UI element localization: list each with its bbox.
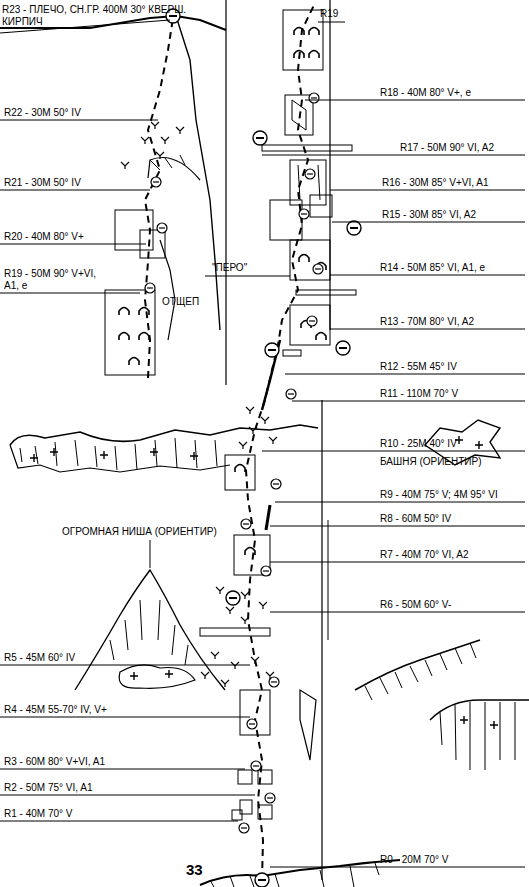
pitch-label: "ПЕРО" xyxy=(212,262,247,274)
pitch-label: R17 - 50М 90° VI, A2 xyxy=(400,142,494,154)
pitch-label: R0 - 20М 70° V xyxy=(380,854,448,866)
pitch-label: ОТЩЕП xyxy=(162,296,199,308)
pitch-label: R6 - 50М 60° V- xyxy=(380,599,451,611)
pitch-label: R19 - 50М 90° V+VI, A1, e xyxy=(4,268,99,292)
pitch-label: R19 xyxy=(320,8,338,20)
pitch-label: R18 - 40М 80° V+, e xyxy=(380,87,471,99)
pitch-label: R9 - 40М 75° V; 4М 95° VI xyxy=(380,489,498,501)
pitch-label: R21 - 30М 50° IV xyxy=(4,177,81,189)
pitch-label: R22 - 30М 50° IV xyxy=(4,107,81,119)
pitch-label: R2 - 50М 75° VI, A1 xyxy=(4,782,93,794)
pitch-label: ОГРОМНАЯ НИША (ОРИЕНТИР) xyxy=(62,526,217,538)
pitch-label: R11 - 110М 70° V xyxy=(380,388,458,400)
pitch-label: R5 - 45М 60° IV xyxy=(4,652,75,664)
pitch-label: R12 - 55М 45° IV xyxy=(380,361,457,373)
pitch-label: R15 - 30М 85° VI, A2 xyxy=(382,209,476,221)
pitch-label: R8 - 60М 50° IV xyxy=(380,513,451,525)
pitch-label: БАШНЯ (ОРИЕНТИР) xyxy=(380,456,482,468)
pitch-label: R14 - 50М 85° VI, A1, e xyxy=(380,262,485,274)
pitch-label: R3 - 60М 80° V+VI, A1 xyxy=(4,756,105,768)
route-number: 33 xyxy=(186,862,203,878)
pitch-label: R13 - 70М 80° VI, A2 xyxy=(380,316,474,328)
pitch-label: R1 - 40М 70° V xyxy=(4,808,72,820)
pitch-label: R16 - 30М 85° V+VI, A1 xyxy=(382,177,489,189)
pitch-label: R23 - ПЛЕЧО, СН.ГР. 400М 30° КВЕРШ. КИРП… xyxy=(2,4,202,28)
pitch-label: R10 - 25М 40° IV xyxy=(380,438,457,450)
pitch-label: R4 - 45М 55-70° IV, V+ xyxy=(4,704,107,716)
pitch-label: R20 - 40М 80° V+ xyxy=(4,231,84,243)
pitch-label: R7 - 40М 70° VI, A2 xyxy=(380,549,469,561)
